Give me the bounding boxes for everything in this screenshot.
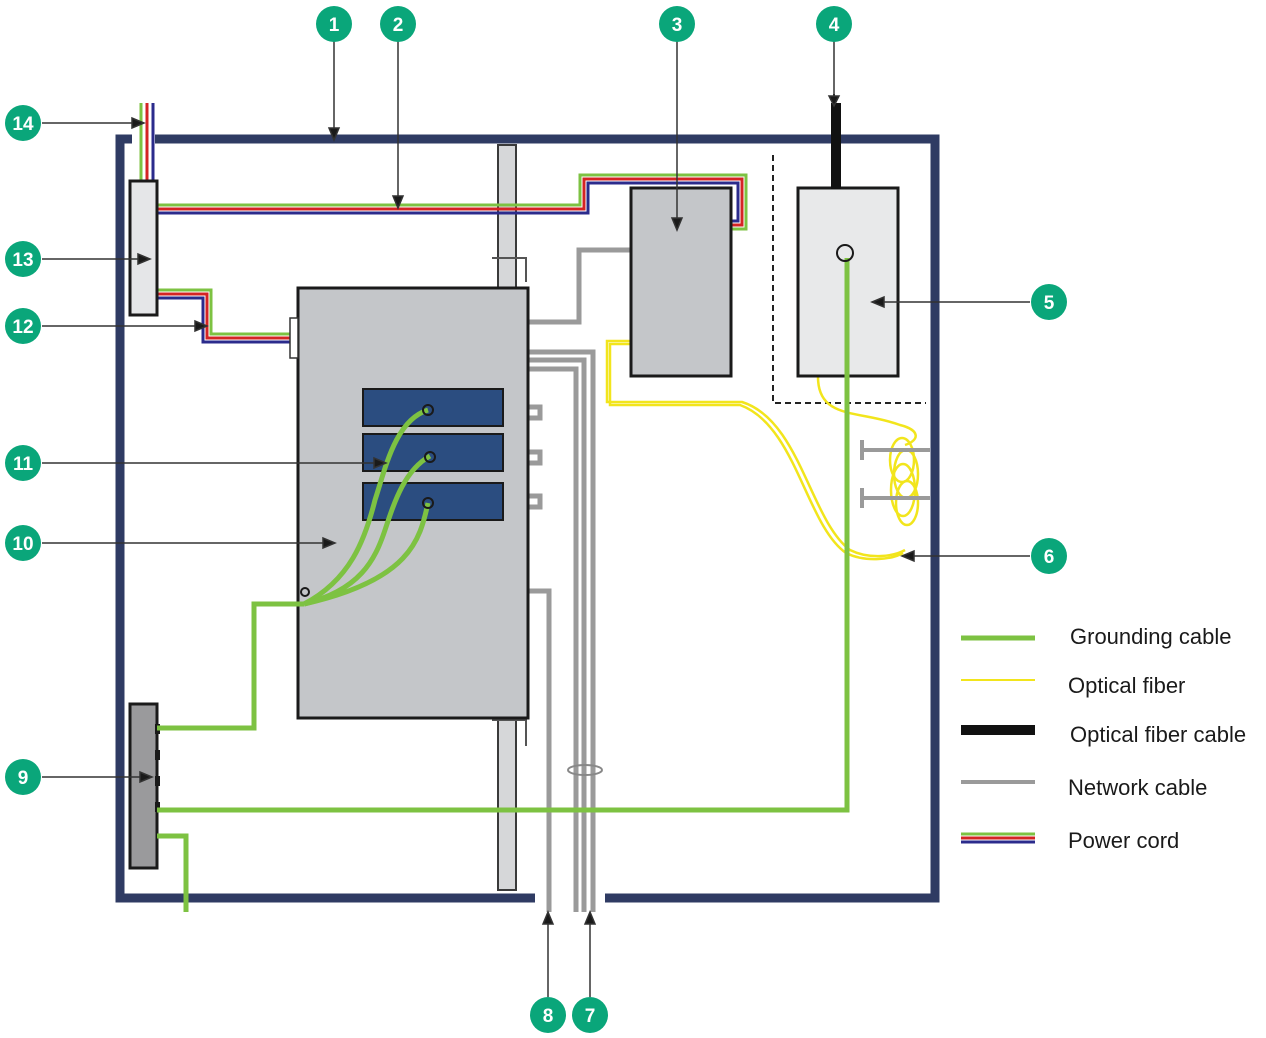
power-cords <box>139 103 748 344</box>
callout-12: 12 <box>5 308 41 344</box>
callout-10: 10 <box>5 525 41 561</box>
callout-7-label: 7 <box>585 1006 596 1027</box>
device-13 <box>128 179 159 317</box>
legend-item-grounding-cable: Grounding cable <box>961 624 1231 649</box>
legend-item-optical-fiber-cable: Optical fiber cable <box>961 722 1246 747</box>
legend-label-power-cord: Power cord <box>1068 828 1179 853</box>
callout-7: 7 <box>572 997 608 1033</box>
legend-label-optical-fiber-cable: Optical fiber cable <box>1070 722 1246 747</box>
legend-item-optical-fiber: Optical fiber <box>961 673 1185 698</box>
callout-2-label: 2 <box>393 15 404 36</box>
fiber-splice-area <box>772 155 926 404</box>
callout-10-label: 10 <box>12 534 33 555</box>
optical-fibers <box>605 339 920 561</box>
callout-6: 6 <box>1031 538 1067 574</box>
modules <box>362 388 504 521</box>
callout-6-label: 6 <box>1044 547 1055 568</box>
ground-points <box>300 244 854 597</box>
callout-14: 14 <box>5 105 41 141</box>
callout-arrows <box>42 40 1030 997</box>
grounding-cables <box>157 258 850 912</box>
legend-label-grounding-cable: Grounding cable <box>1070 624 1231 649</box>
callout-8: 8 <box>530 997 566 1033</box>
fiber-spool-brackets <box>860 440 930 508</box>
callout-11-label: 11 <box>13 454 34 475</box>
mounting-rail <box>492 144 527 891</box>
device-9 <box>128 702 159 870</box>
callout-11: 11 <box>5 445 41 481</box>
callout-2: 2 <box>380 6 416 42</box>
callout-3-label: 3 <box>672 15 683 36</box>
legend-item-network-cable: Network cable <box>961 775 1207 800</box>
callout-4-label: 4 <box>829 15 840 36</box>
callout-9: 9 <box>5 759 41 795</box>
device-3 <box>629 186 733 378</box>
callouts: 1 2 3 4 5 6 7 8 9 10 11 12 13 14 <box>5 6 1067 1033</box>
callout-4: 4 <box>816 6 852 42</box>
power-inlet <box>289 317 299 359</box>
callout-9-label: 9 <box>18 768 29 789</box>
cable-tie <box>567 764 603 776</box>
callout-3: 3 <box>659 6 695 42</box>
callout-12-label: 12 <box>12 317 33 338</box>
legend-item-power-cord: Power cord <box>961 828 1179 853</box>
callout-8-label: 8 <box>543 1006 554 1027</box>
callout-13-label: 13 <box>12 250 33 271</box>
callout-5-label: 5 <box>1044 293 1055 314</box>
legend-label-network-cable: Network cable <box>1068 775 1207 800</box>
callout-14-label: 14 <box>12 114 34 135</box>
legend-label-optical-fiber: Optical fiber <box>1068 673 1185 698</box>
legend: Grounding cable Optical fiber Optical fi… <box>961 624 1246 853</box>
callout-1-label: 1 <box>329 15 340 36</box>
cabinet-frame <box>115 134 940 903</box>
callout-5: 5 <box>1031 284 1067 320</box>
callout-13: 13 <box>5 241 41 277</box>
callout-1: 1 <box>316 6 352 42</box>
optical-fiber-cable <box>831 103 841 189</box>
